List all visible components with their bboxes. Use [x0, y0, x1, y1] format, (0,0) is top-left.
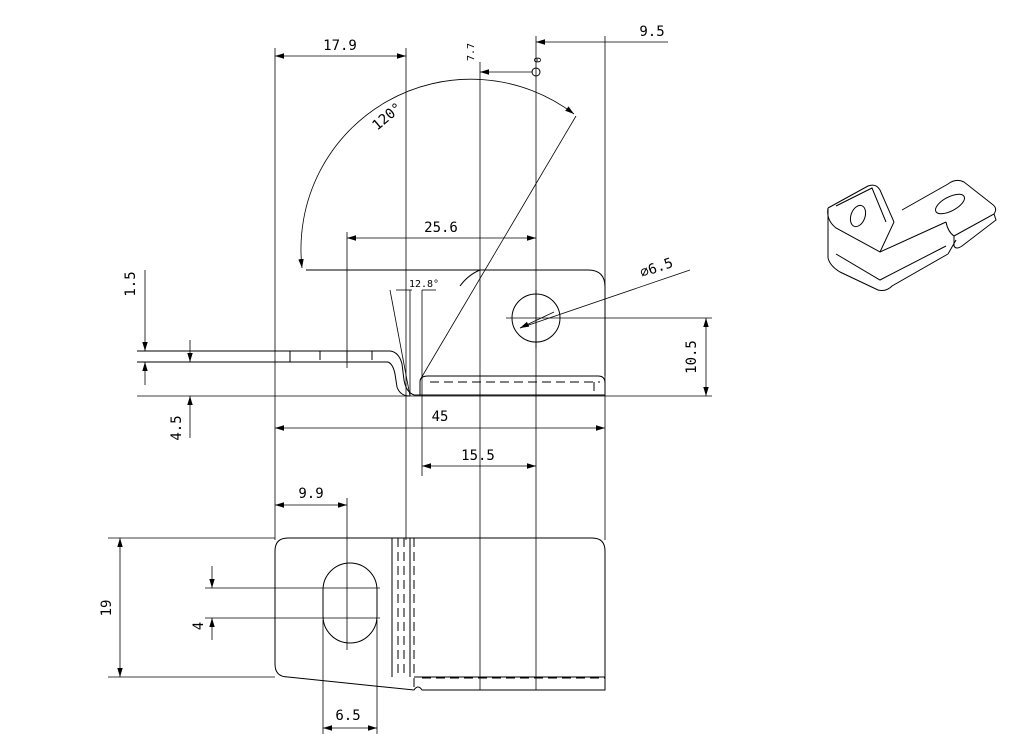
svg-text:7.7: 7.7 — [466, 43, 477, 61]
dim-6-5: 6.5 — [322, 620, 378, 734]
svg-text:10.5: 10.5 — [684, 340, 700, 374]
svg-text:19: 19 — [99, 600, 115, 617]
dim-25-6: 25.6 — [347, 220, 536, 241]
dim-angle-120: 120° — [369, 100, 405, 134]
svg-text:4: 4 — [191, 622, 207, 630]
dim-17-9: 17.9 — [275, 38, 406, 59]
dim-4-5: 4.5 — [169, 340, 193, 441]
svg-text:1.5: 1.5 — [123, 271, 139, 296]
svg-text:4.5: 4.5 — [169, 415, 185, 440]
svg-text:25.6: 25.6 — [424, 220, 458, 236]
dim-19: 19 — [99, 537, 275, 678]
dim-9-5: 9.5 — [536, 24, 668, 45]
isometric-view — [827, 179, 997, 291]
dim-15-5: 15.5 — [422, 448, 536, 469]
angle-12-8-dimension: 12.8° — [389, 279, 439, 397]
dim-10-5: 10.5 — [684, 318, 709, 396]
svg-text:0: 0 — [533, 57, 544, 63]
dim-45: 45 — [275, 409, 605, 431]
svg-text:9.5: 9.5 — [639, 24, 664, 40]
dim-9-9: 9.9 — [275, 486, 347, 508]
side-view — [137, 269, 712, 397]
svg-text:15.5: 15.5 — [461, 448, 495, 464]
extension-lines — [274, 36, 606, 690]
plan-view — [205, 498, 606, 691]
dim-12-8: 12.8° — [409, 279, 439, 290]
svg-text:45: 45 — [432, 409, 449, 425]
svg-text:6.5: 6.5 — [335, 708, 360, 724]
svg-text:17.9: 17.9 — [323, 38, 357, 54]
dim-7-7: 7.7 0 — [466, 43, 544, 77]
dim-1-5: 1.5 — [123, 270, 148, 385]
dim-4: 4 — [191, 566, 215, 640]
svg-text:9.9: 9.9 — [298, 486, 323, 502]
